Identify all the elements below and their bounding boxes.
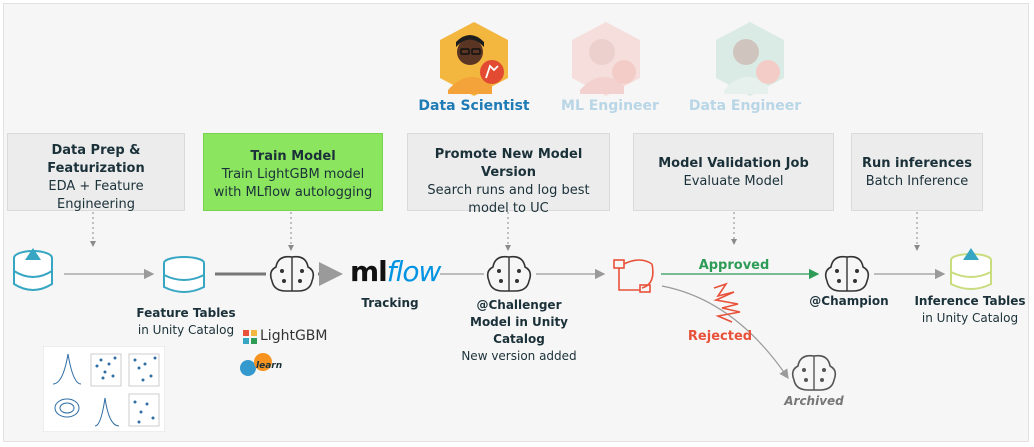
inference-tables-label: Inference Tables in Unity Catalog	[912, 293, 1028, 327]
ml-engineer-avatar	[572, 22, 640, 96]
stage-data-prep-line2: Engineering	[57, 197, 135, 212]
data-scientist-avatar	[440, 22, 508, 96]
lightgbm-logo: LightGBM	[243, 327, 333, 347]
brain-icon-champion	[824, 255, 870, 292]
stage-validation-title: Model Validation Job	[658, 156, 809, 171]
mlflow-logo-ml: ml	[350, 255, 388, 288]
inference-sub: in Unity Catalog	[921, 311, 1019, 325]
feature-tables-label: Feature Tables in Unity Catalog	[128, 305, 244, 339]
rejected-label: Rejected	[687, 329, 753, 344]
stage-data-prep: Data Prep & Featurization EDA + Feature …	[7, 133, 185, 212]
stage-train-model-line2: with MLflow autologging	[213, 185, 373, 200]
stage-data-prep-title2: Featurization	[47, 161, 145, 176]
challenger-label: @Challenger Model in Unity Catalog New v…	[446, 297, 592, 365]
sklearn-text: learn	[256, 361, 283, 371]
approved-label: Approved	[698, 258, 770, 273]
tracking-label: Tracking	[361, 296, 419, 310]
eda-pairplot-thumbnail	[43, 346, 165, 432]
stage-train-model-line1: Train LightGBM model	[221, 167, 365, 182]
stage-validation-line1: Evaluate Model	[683, 174, 784, 189]
stage-train-model-title: Train Model	[250, 149, 336, 164]
lightgbm-text: LightGBM	[260, 328, 328, 344]
sklearn-mark-icon	[240, 353, 272, 376]
feature-tables-icon	[163, 256, 205, 293]
mlflow-logo-flow: flow	[386, 255, 442, 288]
brain-icon-challenger	[486, 255, 532, 292]
feature-tables-title: Feature Tables	[136, 306, 236, 320]
champion-label: @Champion	[809, 294, 889, 308]
feature-tables-sub: in Unity Catalog	[137, 323, 235, 337]
challenger-sub: Model in Unity Catalog	[470, 315, 568, 346]
persona-data-scientist: Data Scientist	[418, 98, 530, 114]
stage-data-prep-line1: EDA + Feature	[48, 179, 144, 194]
stage-promote-line1: Search runs and log best	[427, 183, 590, 198]
stage-train-model: Train Model Train LightGBM model with ML…	[203, 133, 383, 211]
challenger-title: @Challenger	[476, 298, 562, 312]
stage-run-inferences: Run inferences Batch Inference	[851, 133, 983, 211]
stage-inference-line1: Batch Inference	[865, 174, 969, 189]
persona-ml-engineer: ML Engineer	[561, 98, 659, 114]
stage-model-validation: Model Validation Job Evaluate Model	[633, 133, 834, 211]
stage-data-prep-title: Data Prep &	[51, 143, 141, 158]
source-table-icon	[13, 248, 53, 291]
challenger-sub2: New version added	[461, 349, 577, 363]
persona-data-engineer: Data Engineer	[688, 98, 802, 114]
stage-promote-line2: model to UC	[468, 201, 549, 216]
brain-icon-train	[269, 255, 315, 292]
sklearn-logo: learn	[238, 353, 288, 377]
stage-inference-title: Run inferences	[862, 156, 972, 171]
stage-promote-title: Promote New Model Version	[434, 147, 583, 180]
brain-icon-archived	[791, 354, 837, 391]
archived-label: Archived	[784, 394, 844, 408]
stage-promote-model: Promote New Model Version Search runs an…	[407, 133, 610, 216]
mlflow-logo: mlflow	[350, 255, 442, 288]
diagram-canvas	[3, 3, 1029, 442]
lightgbm-mark-icon	[243, 330, 257, 344]
data-engineer-avatar	[716, 22, 784, 96]
inference-tables-icon	[950, 248, 992, 290]
inference-title: Inference Tables	[914, 294, 1026, 308]
